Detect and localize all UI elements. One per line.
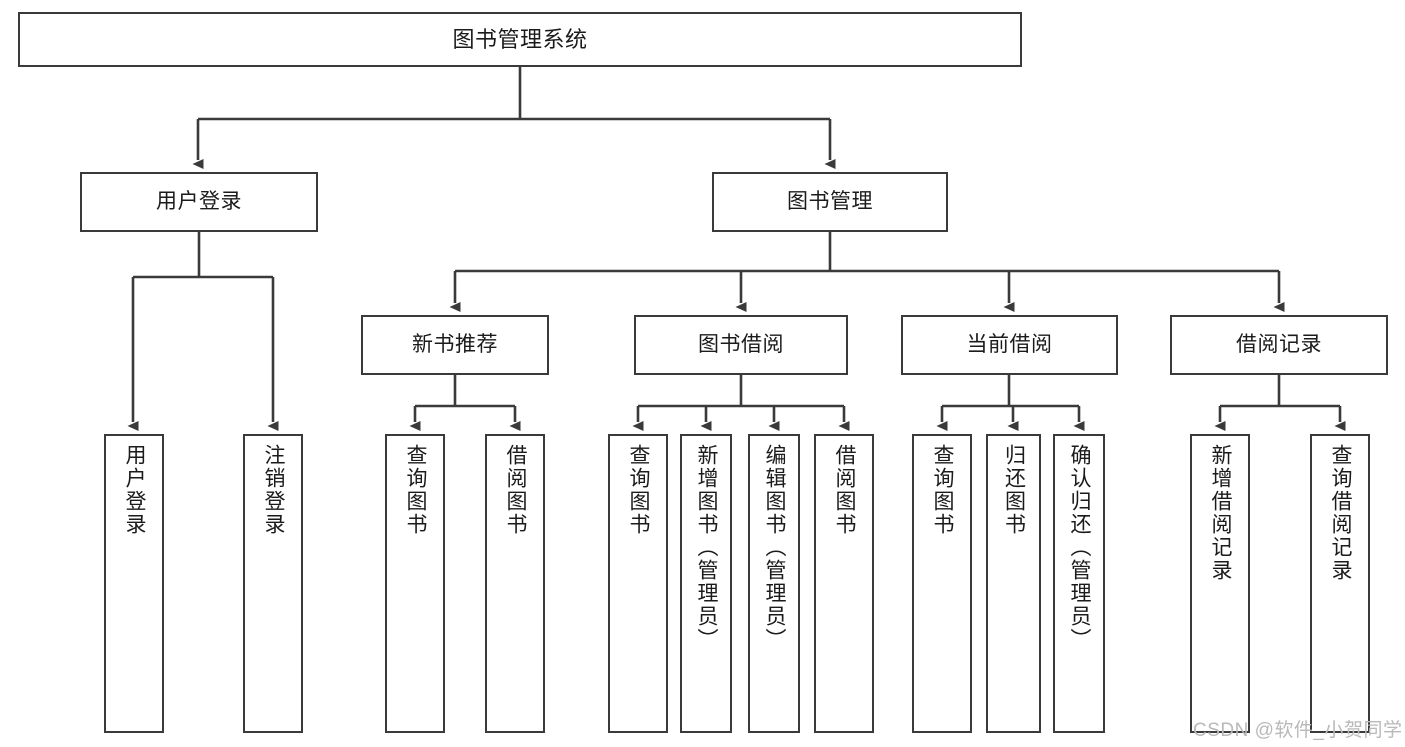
node-root[interactable]: 图书管理系统	[18, 12, 1022, 67]
node-leaf-query-book-1[interactable]: 查询图书	[385, 434, 445, 733]
node-leaf-return-book[interactable]: 归还图书	[986, 434, 1041, 733]
node-leaf-return-book-label: 归还图书	[1002, 444, 1026, 536]
node-leaf-borrow-book-1-label: 借阅图书	[504, 444, 528, 536]
csdn-watermark: CSDN @软件_小贺同学	[1193, 720, 1403, 741]
node-leaf-add-book-label: 新增图书（管理员）	[695, 444, 719, 651]
node-current-borrow-label: 当前借阅	[966, 332, 1053, 356]
node-leaf-query-book-1-label: 查询图书	[404, 444, 428, 536]
node-leaf-query-book-3[interactable]: 查询图书	[912, 434, 972, 733]
node-leaf-add-record-label: 新增借阅记录	[1209, 444, 1233, 582]
node-current-borrow[interactable]: 当前借阅	[901, 315, 1118, 375]
node-leaf-user-login[interactable]: 用户登录	[104, 434, 164, 733]
node-book-manage[interactable]: 图书管理	[712, 172, 948, 232]
node-leaf-borrow-book-2-label: 借阅图书	[833, 444, 857, 536]
node-leaf-edit-book[interactable]: 编辑图书（管理员）	[748, 434, 800, 733]
node-leaf-confirm-return-label: 确认归还（管理员）	[1068, 444, 1092, 651]
node-leaf-logout[interactable]: 注销登录	[243, 434, 303, 733]
node-leaf-query-record[interactable]: 查询借阅记录	[1310, 434, 1370, 733]
node-book-borrow[interactable]: 图书借阅	[634, 315, 848, 375]
node-user-login-label: 用户登录	[156, 189, 242, 213]
node-leaf-borrow-book-1[interactable]: 借阅图书	[485, 434, 545, 733]
node-leaf-add-book[interactable]: 新增图书（管理员）	[680, 434, 732, 733]
node-leaf-user-login-label: 用户登录	[123, 444, 147, 536]
node-new-book-recommend-label: 新书推荐	[412, 332, 498, 356]
node-book-borrow-label: 图书借阅	[698, 332, 784, 356]
node-leaf-query-record-label: 查询借阅记录	[1329, 444, 1353, 582]
node-leaf-query-book-2-label: 查询图书	[627, 444, 651, 536]
node-leaf-query-book-2[interactable]: 查询图书	[608, 434, 668, 733]
node-book-manage-label: 图书管理	[787, 189, 873, 213]
node-new-book-recommend[interactable]: 新书推荐	[361, 315, 549, 375]
node-leaf-edit-book-label: 编辑图书（管理员）	[763, 444, 787, 651]
node-leaf-confirm-return[interactable]: 确认归还（管理员）	[1053, 434, 1105, 733]
node-root-label: 图书管理系统	[452, 26, 588, 52]
node-leaf-logout-label: 注销登录	[262, 444, 286, 536]
node-leaf-borrow-book-2[interactable]: 借阅图书	[814, 434, 874, 733]
node-borrow-record[interactable]: 借阅记录	[1170, 315, 1388, 375]
node-user-login[interactable]: 用户登录	[80, 172, 318, 232]
node-borrow-record-label: 借阅记录	[1236, 332, 1322, 356]
node-leaf-query-book-3-label: 查询图书	[931, 444, 955, 536]
node-leaf-add-record[interactable]: 新增借阅记录	[1190, 434, 1250, 733]
